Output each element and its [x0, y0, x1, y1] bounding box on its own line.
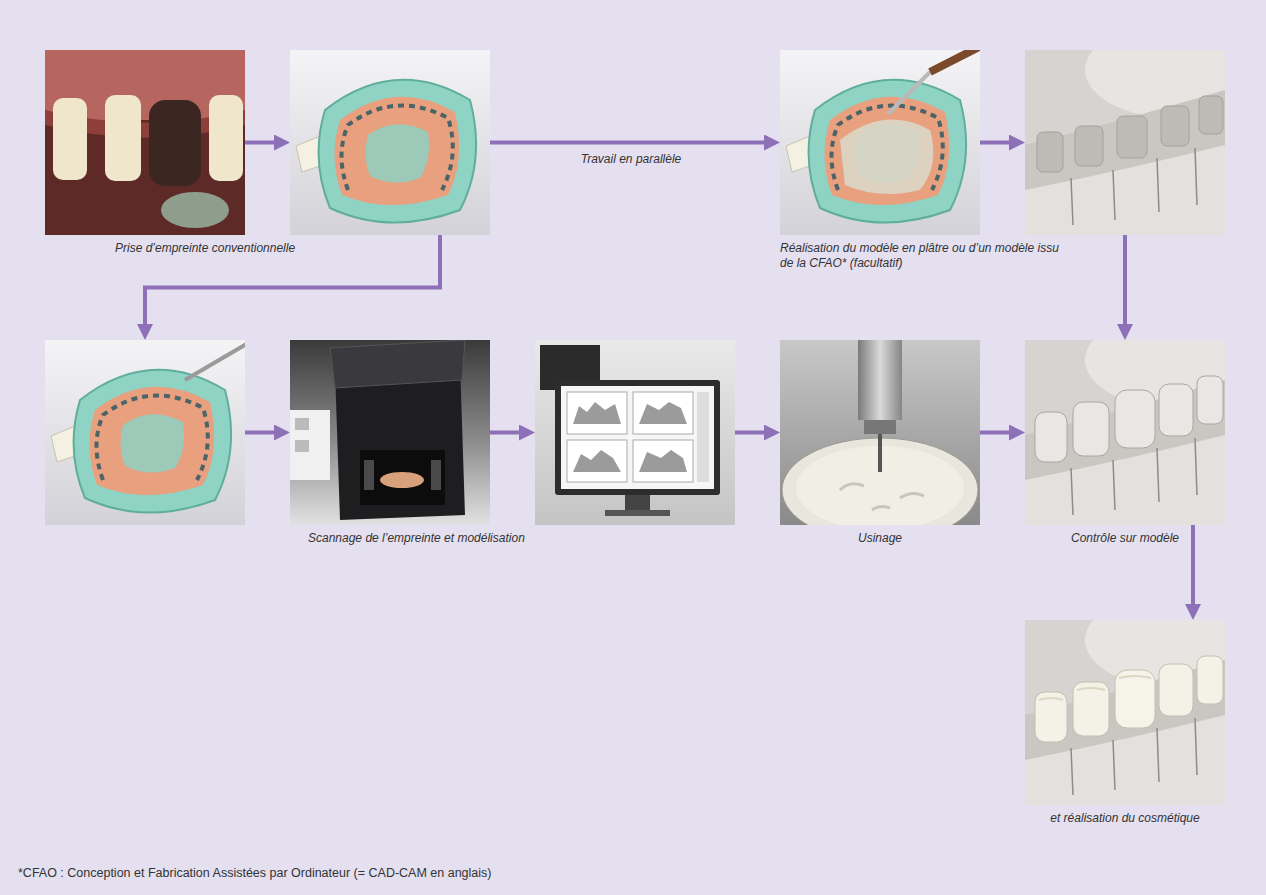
- illustration-part: [1025, 340, 1225, 525]
- illustration-part: [364, 460, 374, 490]
- illustration-part: [290, 340, 490, 525]
- milling-photo: [780, 340, 980, 525]
- illustration-part: [1039, 676, 1151, 700]
- illustration-part: [290, 50, 490, 235]
- illustration-part: [161, 192, 229, 228]
- flow-arrow: [1123, 235, 1127, 332]
- scanner-photo: [290, 340, 490, 525]
- illustration-part: [1197, 376, 1223, 424]
- illustration-part: [878, 434, 882, 472]
- illustration-part: [290, 410, 330, 480]
- illustration-part: [1115, 670, 1155, 728]
- illustration-part: [1199, 96, 1223, 134]
- illustration-part: [209, 95, 243, 181]
- photo-step: Scannage de l’empreinte et modélisation: [290, 340, 490, 525]
- illustration-part: [639, 402, 687, 424]
- illustration-part: [697, 392, 709, 482]
- illustration-part: [561, 386, 714, 489]
- photo-step: [290, 50, 490, 235]
- flow-arrow: [980, 141, 1017, 145]
- flow-arrow: [245, 141, 282, 145]
- illustration-part: [1159, 664, 1193, 716]
- photo-step: Usinage: [780, 340, 980, 525]
- illustration-part: [573, 402, 621, 424]
- illustration-part: [535, 340, 735, 525]
- edge-label: Travail en parallèle: [578, 152, 685, 167]
- photo-step: Prise d’empreinte conventionnelle: [45, 50, 245, 235]
- photo-step: [535, 340, 735, 525]
- illustration-part: [1025, 50, 1225, 235]
- illustration-part: [555, 380, 720, 495]
- step-caption: Usinage: [780, 531, 980, 546]
- impression-photo: [45, 340, 245, 525]
- illustration-part: [625, 495, 650, 511]
- illustration-part: [840, 484, 924, 510]
- illustration-part: [1117, 116, 1147, 158]
- illustration-part: [185, 342, 245, 380]
- illustration-part: [295, 418, 309, 430]
- flow-arrow: [245, 431, 282, 435]
- illustration-part: [858, 340, 902, 420]
- illustration-part: [45, 340, 245, 525]
- step-caption: et réalisation du cosmétique: [1025, 811, 1225, 826]
- flow-arrow: [490, 141, 772, 145]
- monitor-photo: [535, 340, 735, 525]
- illustration-part: [605, 510, 670, 516]
- illustration-part: [360, 450, 445, 505]
- photo-step: [1025, 50, 1225, 235]
- illustration-part: [888, 72, 930, 114]
- illustration-part: [45, 50, 245, 235]
- illustration-part: [1159, 384, 1193, 436]
- illustration-part: [105, 95, 141, 181]
- illustration-part: [1035, 412, 1067, 462]
- illustration-part: [1075, 126, 1103, 166]
- illustration-part: [431, 460, 441, 490]
- illustration-part: [573, 450, 621, 472]
- step-caption: Réalisation du modèle en plâtre ou d’un …: [780, 241, 1065, 271]
- photo-step: Contrôle sur modèle: [1025, 340, 1225, 525]
- illustration-part: [1037, 132, 1063, 172]
- illustration-part: [1073, 402, 1109, 456]
- footnote: *CFAO : Conception et Fabrication Assist…: [18, 866, 491, 881]
- illustration-part: [1197, 656, 1223, 704]
- flow-arrow: [980, 431, 1017, 435]
- step-caption: Scannage de l’empreinte et modélisation: [308, 531, 608, 546]
- illustration-part: [149, 100, 201, 186]
- plaster-model-photo: [1025, 50, 1225, 235]
- illustration-part: [1025, 620, 1225, 805]
- illustration-part: [1115, 390, 1155, 448]
- illustration-part: [1161, 106, 1189, 146]
- illustration-part: [53, 98, 87, 180]
- illustration-part: [840, 120, 933, 194]
- cosmetic-model-photo: [1025, 620, 1225, 805]
- impression-photo: [290, 50, 490, 235]
- plaster-pouring-photo: [780, 50, 980, 235]
- step-caption: Prise d’empreinte conventionnelle: [115, 241, 395, 256]
- illustration-part: [639, 450, 687, 472]
- control-model-photo: [1025, 340, 1225, 525]
- flow-arrow: [490, 431, 527, 435]
- illustration-part: [780, 50, 980, 235]
- illustration-part: [633, 392, 693, 434]
- photo-step: [45, 340, 245, 525]
- illustration-part: [567, 392, 627, 434]
- photo-step: et réalisation du cosmétique: [1025, 620, 1225, 805]
- illustration-part: [633, 440, 693, 482]
- illustration-part: [330, 340, 465, 388]
- illustration-part: [380, 472, 424, 488]
- flow-arrow: [1191, 525, 1195, 612]
- flow-arrow: [735, 431, 772, 435]
- illustration-part: [864, 420, 896, 434]
- photo-step: Réalisation du modèle en plâtre ou d’un …: [780, 50, 980, 235]
- illustration-part: [567, 440, 627, 482]
- illustration-part: [295, 440, 309, 452]
- illustration-part: [930, 50, 980, 72]
- mouth-photo: [45, 50, 245, 235]
- step-caption: Contrôle sur modèle: [1025, 531, 1225, 546]
